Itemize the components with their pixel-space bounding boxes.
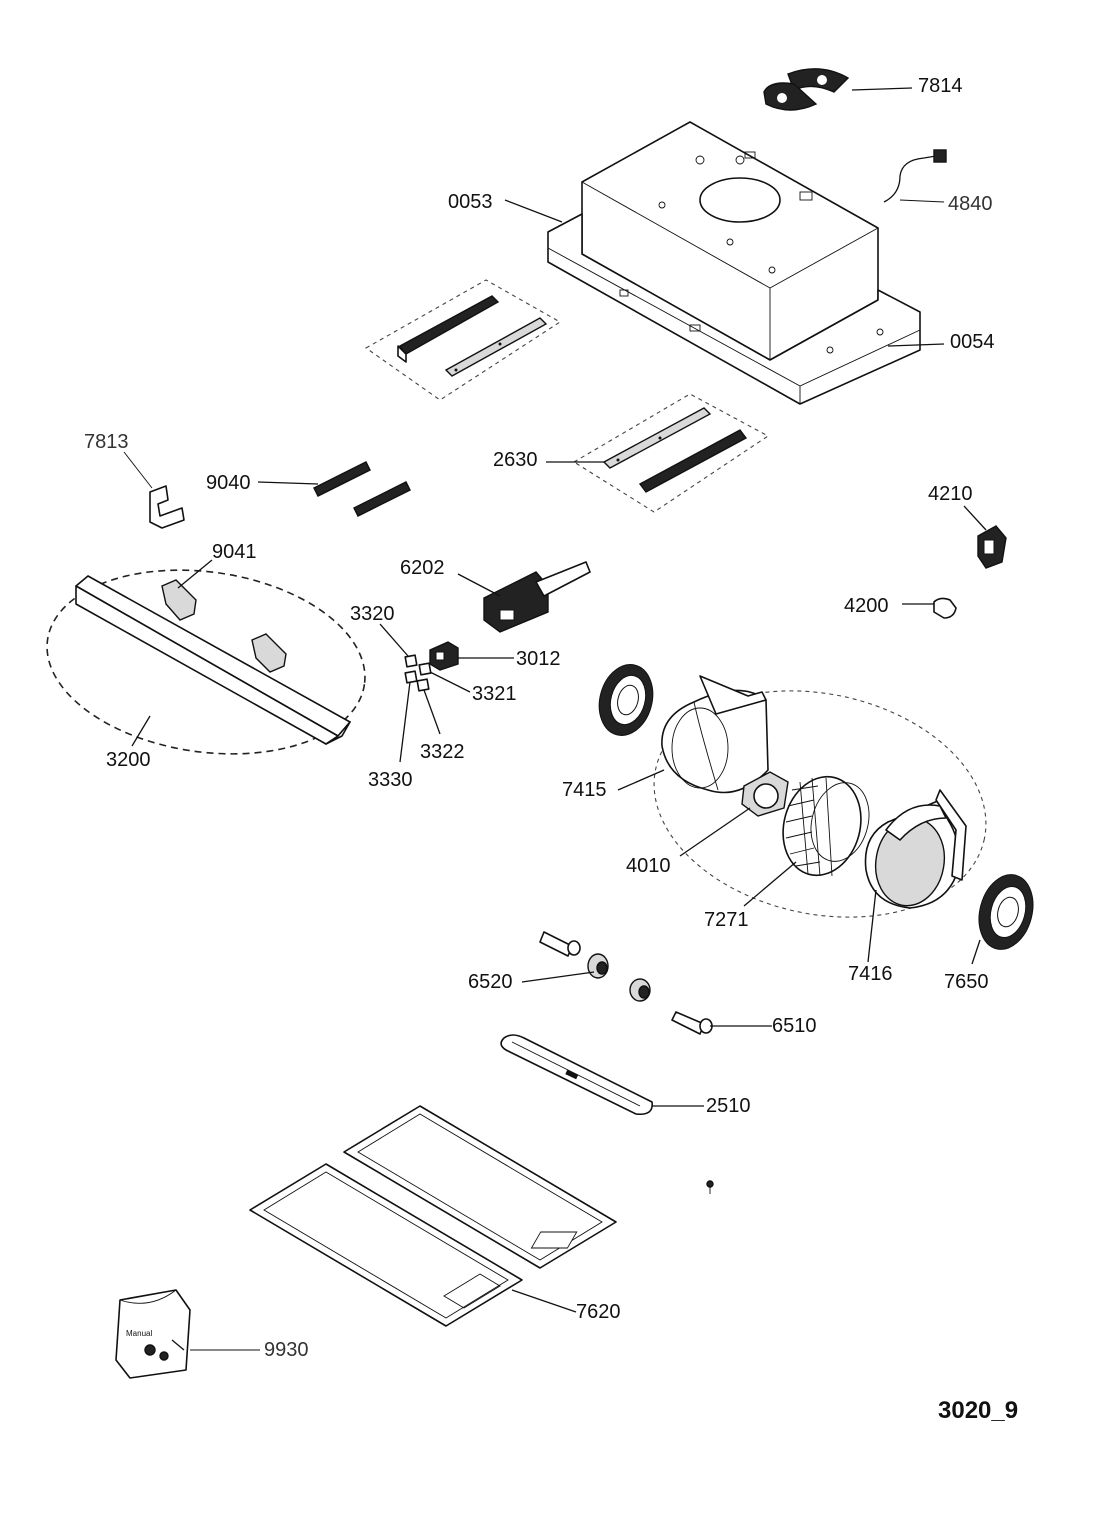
part-4840-cable <box>883 149 947 203</box>
label-7415: 7415 <box>562 779 607 801</box>
label-2510: 2510 <box>706 1095 751 1117</box>
label-9040: 9040 <box>206 472 251 494</box>
label-7416: 7416 <box>848 963 893 985</box>
part-rail-kit-left <box>364 279 562 401</box>
part-4200-lamp <box>933 597 957 619</box>
part-3330-button <box>404 670 418 684</box>
part-3322-button <box>416 678 430 692</box>
part-3200-front-panel <box>75 575 351 745</box>
label-7271: 7271 <box>704 909 749 931</box>
label-4010: 4010 <box>626 855 671 877</box>
label-3321: 3321 <box>472 683 517 705</box>
label-6510: 6510 <box>772 1015 817 1037</box>
label-7620: 7620 <box>576 1301 621 1323</box>
label-3200: 3200 <box>106 749 151 771</box>
label-4210: 4210 <box>928 483 973 505</box>
label-4840: 4840 <box>948 193 993 215</box>
part-7415-fan-housing <box>661 675 769 794</box>
label-3012: 3012 <box>516 648 561 670</box>
part-left-grille <box>598 664 654 736</box>
part-7271-impeller <box>782 775 870 877</box>
part-9041-clips <box>161 579 287 673</box>
label-7650: 7650 <box>944 971 989 993</box>
manual-label: Manual <box>126 1329 152 1338</box>
part-3012-button-holder <box>429 641 459 671</box>
label-3322: 3322 <box>420 741 465 763</box>
label-4200: 4200 <box>844 595 889 617</box>
part-9040-strips <box>313 461 411 517</box>
part-4010-motor <box>741 771 789 817</box>
part-3320-button <box>404 654 418 668</box>
label-7813: 7813 <box>84 431 129 453</box>
part-9930-accessory-bag: Manual <box>115 1289 191 1379</box>
label-9930: 9930 <box>264 1339 309 1361</box>
part-2630-rail-kit <box>572 393 770 513</box>
label-3330: 3330 <box>368 769 413 791</box>
part-3321-button <box>418 662 432 676</box>
label-6202: 6202 <box>400 557 445 579</box>
label-9041: 9041 <box>212 541 257 563</box>
part-knob-coupler <box>629 978 651 1002</box>
part-6510-knob-shaft <box>671 1011 713 1035</box>
part-4210-switch <box>977 525 1007 569</box>
part-7813-bracket <box>149 485 185 529</box>
part-7416-fan-housing <box>864 789 967 909</box>
drawing-reference: 3020_9 <box>938 1397 1018 1424</box>
part-7650-grille <box>978 874 1034 950</box>
label-0054: 0054 <box>950 331 995 353</box>
part-0053-hood-body <box>547 121 921 405</box>
part-2510-diffuser <box>500 1034 653 1116</box>
part-6520-knob-shaft <box>539 931 609 979</box>
label-6520: 6520 <box>468 971 513 993</box>
label-0053: 0053 <box>448 191 493 213</box>
part-7620-filter-upper <box>343 1105 617 1269</box>
part-6202-module <box>483 561 591 633</box>
part-7620-filter-lower <box>249 1163 523 1327</box>
label-2630: 2630 <box>493 449 538 471</box>
label-7814: 7814 <box>918 75 963 97</box>
part-7814-filter-caps <box>763 68 850 111</box>
label-3320: 3320 <box>350 603 395 625</box>
part-screw <box>706 1180 714 1194</box>
